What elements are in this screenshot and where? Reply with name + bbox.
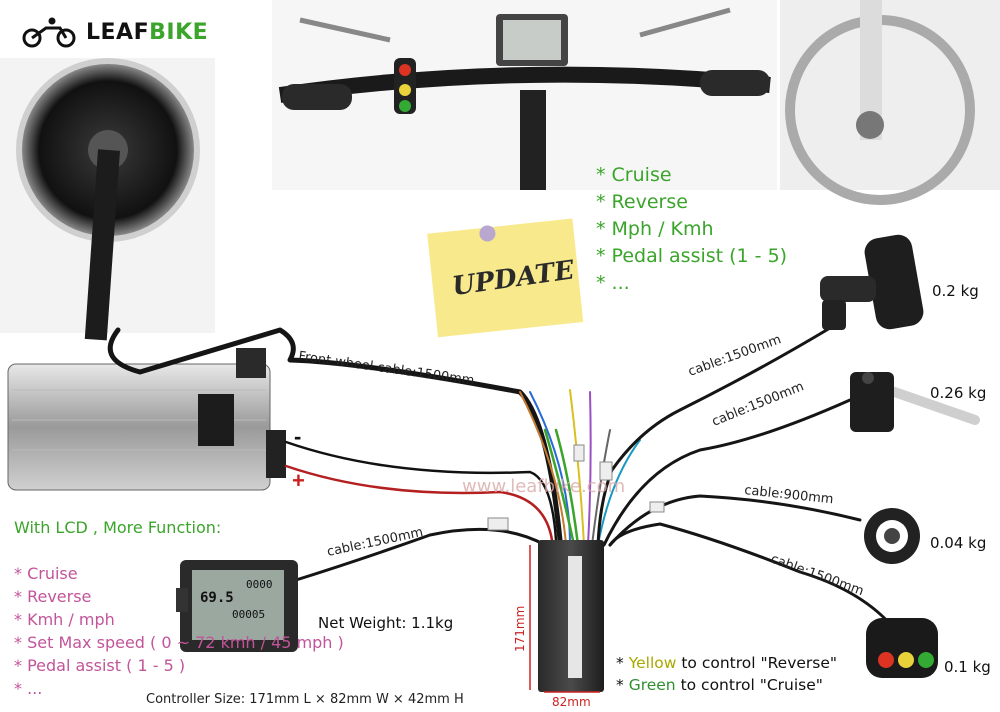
switch-cable-label: cable:1500mm	[769, 552, 866, 600]
brand-bike: BIKE	[149, 19, 209, 45]
controller-size: Controller Size: 171mm L × 82mm W × 42mm…	[146, 692, 464, 707]
update-sticky-note	[427, 218, 584, 338]
green-note-rest: to control "Cruise"	[675, 676, 823, 694]
throttle-weight: 0.2 kg	[932, 282, 979, 300]
battery-plus: +	[292, 468, 305, 493]
net-weight: Net Weight: 1.1kg	[318, 614, 454, 632]
function-switch	[866, 618, 938, 678]
lcd-feature-list: * Cruise * Reverse * Kmh / mph * Set Max…	[14, 562, 344, 700]
hub-motor-photo	[0, 58, 215, 341]
green-note-prefix: *	[616, 676, 629, 694]
lcd-bottom-value: 00005	[232, 608, 265, 621]
front-wheel-cable	[107, 327, 563, 543]
lcd-top-value: 0000	[246, 578, 273, 591]
brand-leaf: LEAF	[86, 19, 150, 45]
lcd-feature-item: * ...	[14, 679, 43, 698]
cyclist-icon	[22, 17, 76, 48]
pas-cable-label: cable:900mm	[744, 483, 835, 507]
throttle-cable-label: cable:1500mm	[686, 332, 783, 380]
green-word: Green	[628, 676, 676, 694]
yellow-word: Yellow	[628, 654, 677, 672]
pas-weight: 0.04 kg	[930, 534, 987, 552]
lcd-display-device	[176, 560, 298, 652]
front-wheel-cable-label: Front wheel cable:1500mm	[297, 349, 475, 389]
lcd-feature-item: * Pedal assist ( 1 - 5 )	[14, 656, 186, 675]
controller-box	[529, 540, 604, 693]
top-feature-item: * Pedal assist (1 - 5)	[596, 245, 788, 267]
yellow-note-prefix: *	[616, 654, 629, 672]
top-feature-item: * Mph / Kmh	[596, 218, 714, 240]
top-feature-item: * ...	[596, 272, 630, 294]
handlebar-photo	[272, 0, 777, 190]
yellow-control-note: * Yellow to control "Reverse"	[616, 654, 837, 672]
pas-sensor	[864, 508, 920, 564]
leafbike-logo: LEAFBIKE	[20, 16, 208, 48]
lcd-feature-item: * Cruise	[14, 564, 78, 583]
controller-height-dim: 171mm	[513, 606, 527, 652]
lcd-feature-header: With LCD , More Function:	[14, 518, 222, 537]
lcd-speed-value: 69.5	[200, 590, 234, 606]
lcd-feature-item: * Reverse	[14, 587, 92, 606]
watermark: www.leafbike.com	[462, 476, 625, 497]
fork-photo	[780, 0, 1000, 205]
lcd-feature-item: * Kmh / mph	[14, 610, 115, 629]
green-control-note: * Green to control "Cruise"	[616, 676, 823, 694]
brake-weight: 0.26 kg	[930, 384, 987, 402]
brake-lever	[850, 372, 980, 432]
top-feature-list: * Cruise * Reverse * Mph / Kmh * Pedal a…	[596, 162, 787, 297]
battery-pack	[7, 348, 286, 491]
lcd-feature-item: * Set Max speed ( 0 ~ 72 kmh / 45 mph )	[14, 633, 344, 652]
battery-minus: -	[294, 424, 302, 449]
switch-weight: 0.1 kg	[944, 658, 991, 676]
controller-width-dim: 82mm	[552, 695, 591, 709]
thumb-throttle	[820, 234, 924, 330]
top-feature-item: * Cruise	[596, 164, 672, 186]
yellow-note-rest: to control "Reverse"	[676, 654, 838, 672]
top-feature-item: * Reverse	[596, 191, 688, 213]
